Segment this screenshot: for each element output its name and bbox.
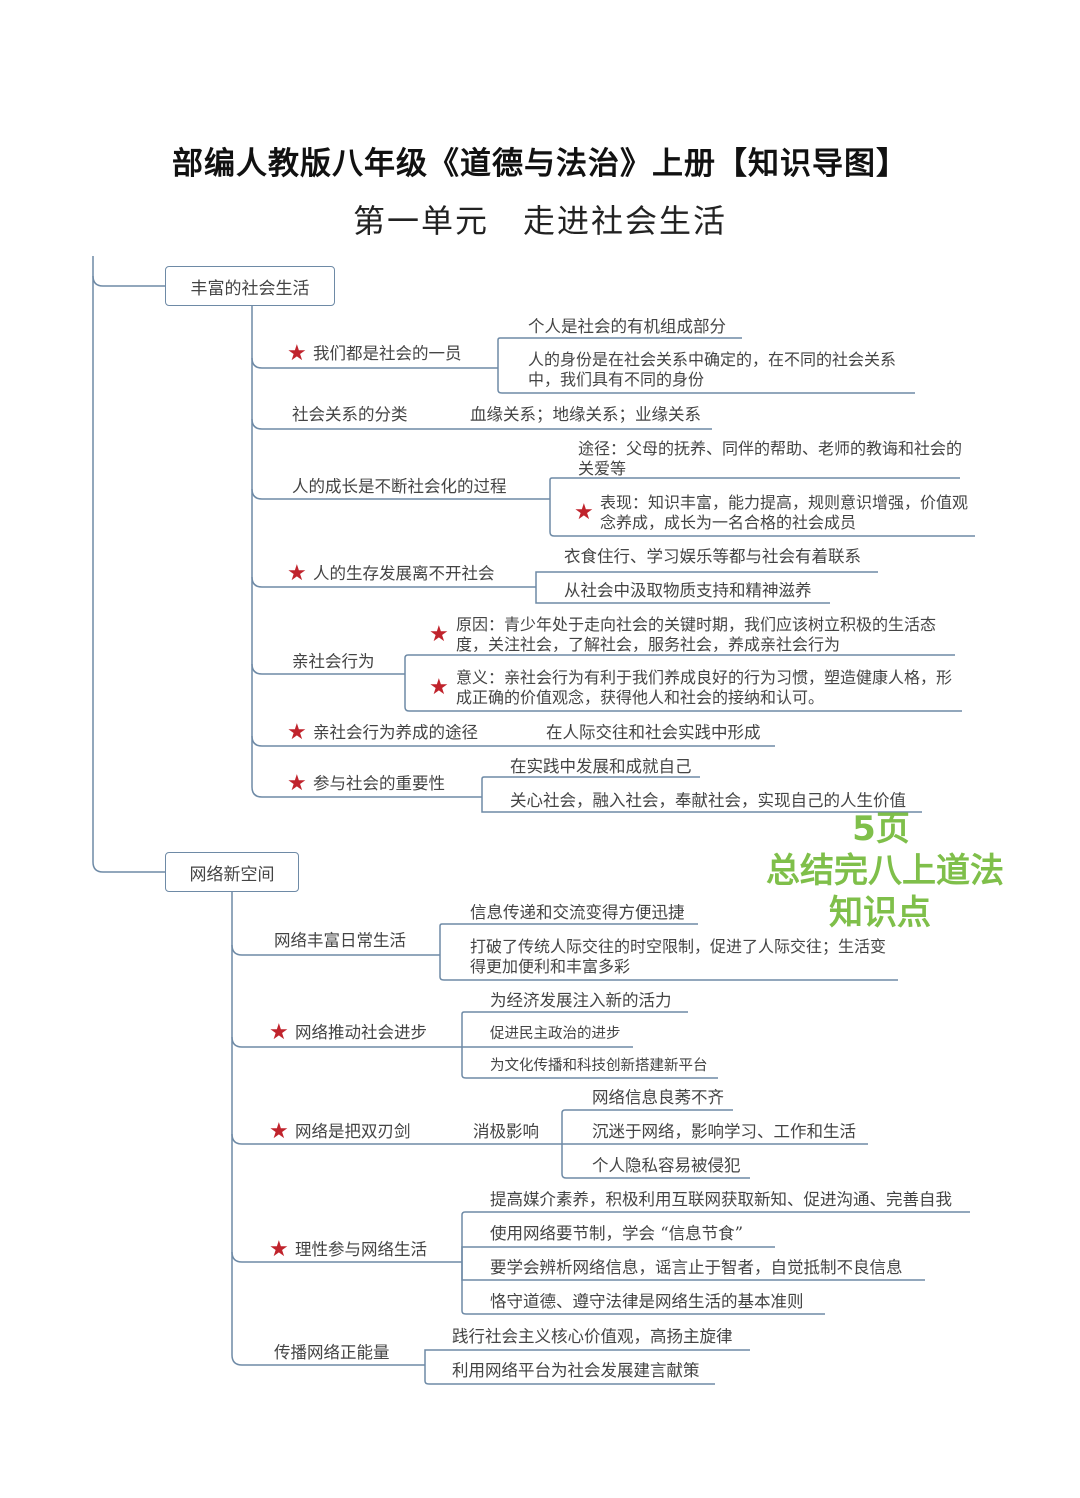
overlay-line-2: 总结完八上道法: [766, 851, 1004, 891]
leaf-text: 打破了传统人际交往的时空限制，促进了人际交往；生活变得更加便利和丰富多彩: [470, 937, 887, 976]
unit-title: 第一单元 走进社会生活: [352, 202, 727, 240]
star-icon: ★: [429, 675, 449, 700]
mid-node-negative-impact: 消极影响: [473, 1122, 539, 1141]
star-icon: ★: [287, 561, 307, 586]
leaf-text: 从社会中汲取物质支持和精神滋养: [564, 581, 812, 600]
leaf-text: 提高媒介素养，积极利用互联网获取新知、促进沟通、完善自我: [490, 1190, 952, 1209]
leaf-text: 信息传递和交流变得方便迅捷: [470, 903, 685, 922]
leaf-text: 网络信息良莠不齐: [592, 1088, 724, 1107]
leaf-text: 个人是社会的有机组成部分: [528, 317, 726, 336]
leaf-text: 利用网络平台为社会发展建言献策: [452, 1361, 700, 1380]
leaf-text: 关心社会，融入社会，奉献社会，实现自己的人生价值: [510, 791, 906, 810]
leaf-text: 在实践中发展和成就自己: [510, 757, 692, 776]
section-rich-social-life: 丰富的社会生活: [165, 266, 335, 306]
leaf-text: 践行社会主义核心价值观，高扬主旋律: [452, 1327, 733, 1346]
branch-social-member: 我们都是社会的一员: [313, 344, 462, 363]
star-icon: ★: [269, 1119, 289, 1144]
branch-positive-energy: 传播网络正能量: [274, 1343, 390, 1362]
branch-double-edged-sword: 网络是把双刃剑: [295, 1122, 411, 1141]
leaf-text: 促进民主政治的进步: [490, 1026, 621, 1042]
leaf-text: 途径：父母的抚养、同伴的帮助、老师的教诲和社会的关爱等: [578, 439, 963, 478]
branch-rational-participation: 理性参与网络生活: [295, 1240, 427, 1259]
star-icon: ★: [269, 1020, 289, 1045]
branch-participation-importance: 参与社会的重要性: [313, 774, 445, 793]
star-icon: ★: [287, 720, 307, 745]
leaf-text: 表现：知识丰富，能力提高，规则意识增强，价值观念养成，成长为一名合格的社会成员: [600, 493, 969, 532]
branch-network-enriches-life: 网络丰富日常生活: [274, 931, 406, 950]
leaf-text: 使用网络要节制，学会 “信息节食”: [490, 1224, 744, 1243]
leaf-text: 为文化传播和科技创新搭建新平台: [490, 1058, 708, 1074]
branch-prosocial-behavior: 亲社会行为: [292, 652, 375, 671]
overlay-line-3: 知识点: [829, 893, 931, 933]
leaf-text: 沉迷于网络，影响学习、工作和生活: [592, 1122, 856, 1141]
branch-socialization: 人的成长是不断社会化的过程: [292, 477, 507, 496]
branch-prosocial-paths: 亲社会行为养成的途径: [313, 723, 478, 742]
star-icon: ★: [287, 341, 307, 366]
leaf-text: 人的身份是在社会关系中确定的，在不同的社会关系中，我们具有不同的身份: [528, 350, 897, 389]
branch-social-relations: 社会关系的分类: [292, 405, 408, 424]
leaf-text: 为经济发展注入新的活力: [490, 991, 672, 1010]
page-title: 部编人教版八年级《道德与法治》上册【知识导图】: [172, 146, 908, 182]
leaf-text: 原因：青少年处于走向社会的关键时期，我们应该树立积极的生活态度，关注社会，了解社…: [456, 615, 937, 654]
star-icon: ★: [429, 622, 449, 647]
leaf-text: 个人隐私容易被侵犯: [592, 1156, 741, 1175]
section-network-space: 网络新空间: [165, 852, 299, 892]
branch-survival-development: 人的生存发展离不开社会: [313, 564, 495, 583]
star-icon: ★: [269, 1237, 289, 1262]
leaf-text: 要学会辨析网络信息，谣言止于智者，自觉抵制不良信息: [490, 1258, 903, 1277]
leaf-text: 恪守道德、遵守法律是网络生活的基本准则: [490, 1292, 804, 1311]
leaf-text: 意义：亲社会行为有利于我们养成良好的行为习惯，塑造健康人格，形成正确的价值观念，…: [456, 668, 953, 707]
leaf-text: 在人际交往和社会实践中形成: [546, 723, 761, 742]
overlay-annotation: 5页 总结完八上道法 知识点: [740, 808, 1030, 934]
star-icon: ★: [287, 771, 307, 796]
branch-network-progress: 网络推动社会进步: [295, 1023, 427, 1042]
leaf-text: 血缘关系；地缘关系；业缘关系: [470, 405, 701, 424]
overlay-line-1: 5页: [852, 809, 910, 849]
leaf-text: 衣食住行、学习娱乐等都与社会有着联系: [564, 547, 861, 566]
star-icon: ★: [574, 500, 594, 525]
